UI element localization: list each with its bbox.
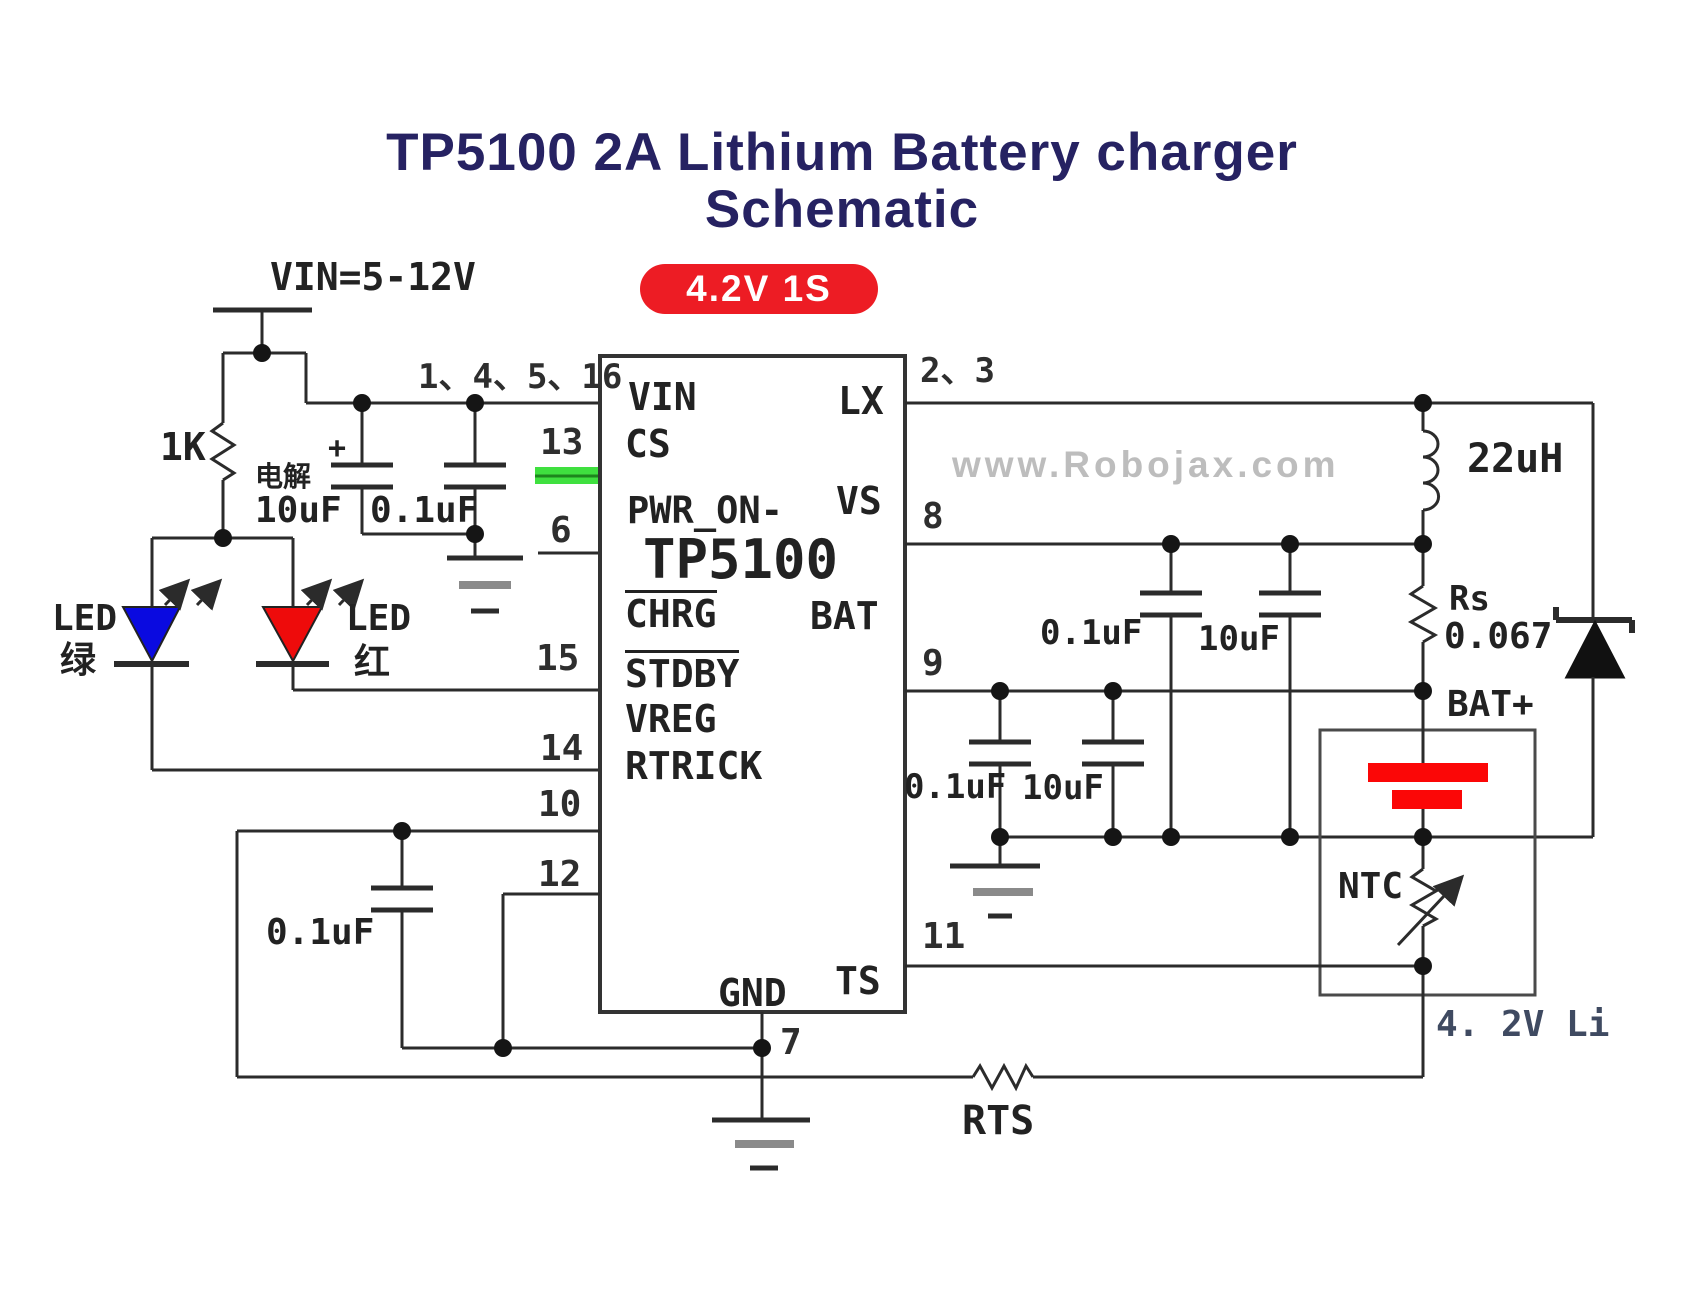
pin-number-vs: 8 [922, 496, 944, 537]
capacitor-electrolytic-value-label: 10uF [255, 490, 342, 531]
capacitor-electrolytic-type-label: 电解 [255, 460, 312, 493]
capacitor-input-label: 0.1uF [370, 490, 479, 531]
pin-number-cs: 13 [540, 422, 584, 463]
pin-number-gnd: 7 [780, 1022, 802, 1063]
inductor-label: 22uH [1467, 436, 1564, 482]
capacitor-vreg-symbol [371, 831, 762, 1050]
ground-symbol-mid [950, 837, 1040, 919]
pin-number-rtrick: 12 [538, 854, 582, 895]
capacitor-electrolytic-polarity: + [328, 431, 347, 466]
ic-pin-label-stdby: STDBY [625, 650, 740, 696]
led-green-label: LED [52, 598, 118, 639]
ic-body [598, 354, 907, 1014]
ground-symbol-input [447, 555, 523, 614]
capacitor-bat-0p1uf-label: 0.1uF [904, 767, 1007, 807]
pin-number-chrg: 15 [536, 638, 580, 679]
pin-number-vin: 1、4、5、16 [418, 357, 623, 397]
supply-voltage-label: VIN=5-12V [270, 255, 476, 299]
ic-pin-label-cs: CS [625, 422, 671, 466]
inductor-22uh-symbol [1421, 403, 1440, 544]
capacitor-vs-10uf-label: 10uF [1198, 619, 1280, 659]
pin-number-lx: 2、3 [920, 351, 995, 391]
battery-pack-box [1318, 728, 1537, 997]
capacitor-vreg-label: 0.1uF [266, 912, 375, 953]
capacitor-vs-0p1uf-label: 0.1uF [1040, 613, 1143, 653]
led-feed-wires [150, 536, 295, 770]
page-title: TP5100 2A Lithium Battery charger Schema… [0, 124, 1684, 238]
capacitor-bat-10uf-label: 10uF [1022, 768, 1104, 808]
led-red-symbol [256, 578, 365, 667]
battery-cell-symbol [1368, 691, 1488, 837]
ic-pin-label-chrg: CHRG [625, 590, 717, 636]
ic-pin-label-rtrick: RTRICK [625, 744, 763, 788]
resistor-rts-symbol [237, 1062, 1423, 1092]
ic-pin-label-lx: LX [838, 379, 884, 423]
capacitor-bat-0p1uf-symbol [969, 691, 1031, 837]
voltage-badge: 4.2V 1S [640, 264, 878, 314]
pin-number-stdby: 14 [540, 728, 584, 769]
ic-pin-label-bat: BAT [810, 594, 879, 638]
capacitor-input-electrolytic-symbol [331, 403, 475, 536]
ic-pin-label-pwr-on: PWR_ON- [627, 489, 783, 532]
ic-pin-label-vin: VIN [628, 375, 697, 419]
ic-pin-label-vs: VS [836, 479, 882, 523]
led-green-symbol [114, 578, 223, 667]
pin-number-bat: 9 [922, 643, 944, 684]
resistor-1k-symbol [209, 353, 237, 538]
pin-number-vreg: 10 [538, 784, 582, 825]
cs-pin-highlight [535, 467, 600, 484]
page-title-line1: TP5100 2A Lithium Battery charger [386, 123, 1298, 182]
ntc-thermistor-symbol [1396, 837, 1465, 966]
resistor-1k-label: 1K [160, 425, 206, 469]
pin-number-pwr-on: 6 [550, 510, 572, 551]
ic-part-number: TP5100 [643, 528, 839, 591]
resistor-rs-symbol [1407, 544, 1439, 691]
resistor-rts-label: RTS [962, 1098, 1035, 1144]
resistor-rs-name-label: Rs [1449, 579, 1490, 619]
watermark-text: www.Robojax.com [952, 444, 1340, 485]
pin-number-ts: 11 [922, 916, 966, 957]
ntc-label: NTC [1338, 866, 1404, 907]
capacitor-input-symbol [444, 403, 506, 556]
ic-pin-label-vreg: VREG [625, 697, 717, 741]
led-green-color-label: 绿 [60, 640, 97, 681]
ic-pin-label-gnd: GND [718, 971, 787, 1015]
led-red-label: LED [346, 598, 412, 639]
battery-caption: 4. 2V Li [1436, 1004, 1610, 1045]
battery-positive-label: BAT+ [1447, 684, 1534, 725]
ground-symbol-gnd-pin [712, 1012, 810, 1171]
resistor-rs-value-label: 0.067 [1444, 616, 1553, 657]
page-title-line2: Schematic [704, 180, 980, 239]
capacitor-bat-10uf-symbol [1082, 691, 1144, 837]
diode-schottky-symbol [1553, 607, 1635, 837]
capacitor-vs-0p1uf-symbol [1140, 544, 1202, 837]
junction-dots [214, 344, 1432, 1057]
ic-pin-label-ts: TS [835, 959, 881, 1003]
led-red-color-label: 红 [354, 642, 391, 683]
wire-rtrick [501, 892, 600, 1048]
